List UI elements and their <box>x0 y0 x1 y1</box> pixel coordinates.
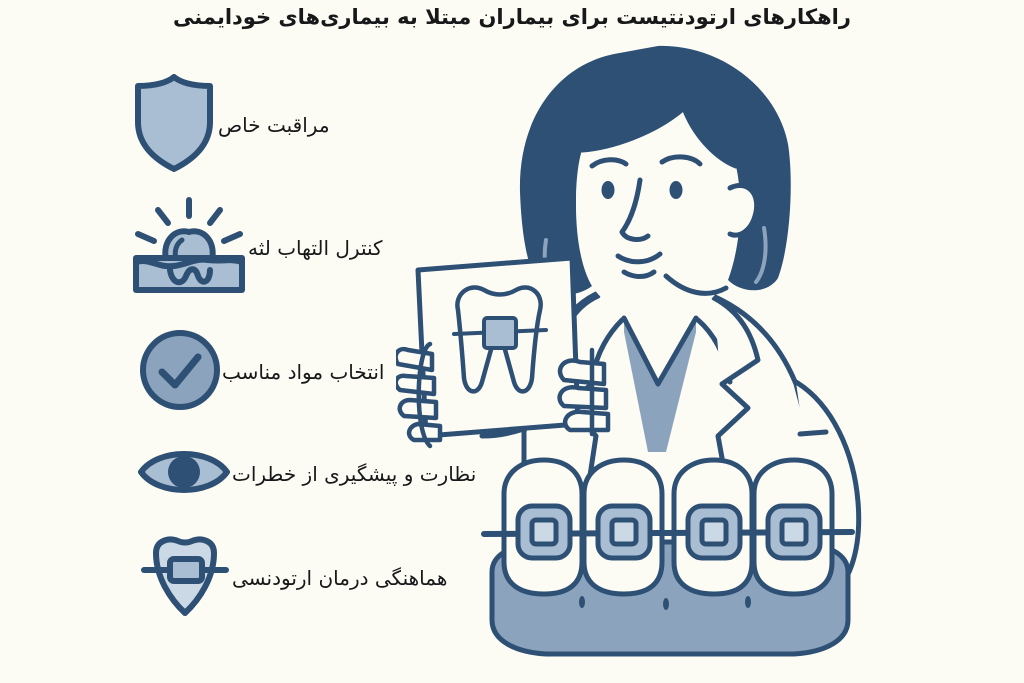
gum-dots <box>579 596 751 610</box>
inflamed-gum-icon <box>130 196 248 300</box>
shield-icon <box>130 74 218 176</box>
hair-shape <box>519 45 791 295</box>
bracket <box>685 503 743 561</box>
bracket <box>595 503 653 561</box>
page-title: راهکارهای ارتودنتیست برای بیماران مبتلا … <box>173 5 851 29</box>
brackets-group <box>515 503 823 561</box>
sleeve-crease <box>797 429 829 437</box>
nose <box>619 177 651 242</box>
hairline-right <box>681 105 739 169</box>
eyebrow-left <box>589 157 629 169</box>
list-item-label: کنترل التهاب لثه <box>248 236 383 260</box>
list-item-label: مراقبت خاص <box>218 113 330 137</box>
right-hand <box>557 347 611 437</box>
mouth-lower <box>621 269 657 279</box>
eyebrow-right <box>659 154 703 167</box>
list-item-special-care[interactable]: مراقبت خاص <box>130 74 370 176</box>
eye-left <box>601 181 615 199</box>
tooth-bracket-icon <box>138 533 232 623</box>
list-item-label: هماهنگی درمان ارتودنسی <box>232 566 448 590</box>
list-item-gum-inflammation-control[interactable]: کنترل التهاب لثه <box>130 196 401 300</box>
ear-shape <box>727 183 760 238</box>
coat-right-lapel <box>711 295 761 505</box>
hairline-left <box>579 105 687 153</box>
bracket <box>765 503 823 561</box>
mouth-upper <box>615 251 663 265</box>
list-item-label: نظارت و پیشگیری از خطرات <box>232 462 477 486</box>
list-item-material-selection[interactable]: انتخاب مواد مناسب <box>138 328 410 416</box>
left-hand <box>393 341 443 449</box>
bracket <box>515 503 573 561</box>
card-bracket <box>482 316 518 350</box>
jawline <box>663 273 729 296</box>
eye-icon <box>136 440 232 508</box>
list-item-ortho-treatment-coordination[interactable]: هماهنگی درمان ارتودنسی <box>138 533 469 623</box>
collar-v <box>621 315 699 387</box>
list-item-label: انتخاب مواد مناسب <box>222 360 385 384</box>
eye-right <box>669 181 683 199</box>
dentist-illustration <box>393 32 916 672</box>
list-item-risk-monitoring[interactable]: نظارت و پیشگیری از خطرات <box>136 440 498 508</box>
check-circle-icon <box>138 328 222 416</box>
dentist-illustration-svg <box>393 45 862 657</box>
